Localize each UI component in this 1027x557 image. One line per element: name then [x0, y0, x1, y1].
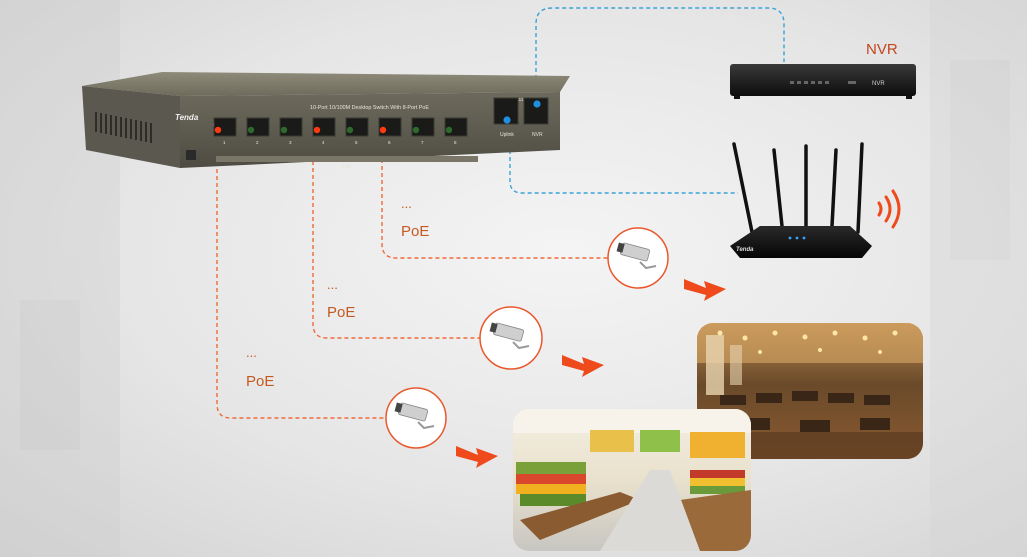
port-number-1: 1: [223, 140, 226, 145]
port-led-5: [346, 126, 354, 134]
arrow-right-icon: [684, 279, 726, 301]
poe-switch: Tenda 10-Port 10/100M Desktop Switch Wit…: [82, 72, 570, 170]
cctv-camera-icon: [616, 242, 657, 270]
nvr-label: NVR: [866, 41, 898, 58]
router-brand: Tenda: [736, 247, 754, 253]
port-number-6: 6: [388, 140, 391, 145]
poe-label-2: PoE: [327, 304, 355, 321]
port-led-7: [412, 126, 420, 134]
port-number-7: 7: [421, 140, 424, 145]
poe-label-1: PoE: [246, 373, 274, 390]
nvr-device-text: NVR: [872, 81, 885, 87]
port-number-2: 2: [256, 140, 259, 145]
port-led-3: [280, 126, 288, 134]
cctv-camera-icon: [394, 402, 435, 430]
camera-circle-2: [479, 306, 543, 370]
port-row: 1 2 3 4 5 6 7 8: [213, 97, 549, 145]
poe-strip: [216, 156, 478, 162]
nvr-port-label: NVR: [532, 132, 543, 138]
switch-model-title: 10-Port 10/100M Desktop Switch With 8-Po…: [310, 105, 429, 111]
poe-dots-2: ...: [327, 277, 338, 292]
uplink-port-led: [503, 116, 511, 124]
uplink-line-to-router: [509, 143, 738, 194]
port-led-4: [313, 126, 321, 134]
poe-strip-label: PoE: [342, 164, 352, 170]
port-led-1: [214, 126, 222, 134]
port-led-2: [247, 126, 255, 134]
switch-brand: Tenda: [175, 113, 199, 122]
uplink-line-to-nvr: [535, 7, 785, 93]
wifi-signal-icon: [877, 189, 901, 229]
arrow-right-icon: [456, 446, 498, 468]
port-number-5: 5: [355, 140, 358, 145]
port-number-3: 3: [289, 140, 292, 145]
poe-dots-3: ...: [401, 196, 412, 211]
camera-circle-3: [607, 227, 669, 289]
dip-switch: [186, 150, 196, 160]
poe-line-camera-1: [216, 148, 385, 419]
wifi-router: Tenda: [730, 142, 872, 258]
port-led-8: [445, 126, 453, 134]
poe-label-3: PoE: [401, 223, 429, 240]
vent-slots: [95, 112, 152, 143]
supermarket-photo: [513, 409, 751, 551]
poe-line-camera-3: [381, 145, 608, 259]
poe-dots-1: ...: [246, 345, 257, 360]
cctv-camera-icon: [489, 322, 530, 350]
poe-line-camera-2: [312, 140, 480, 339]
nvr-port-led: [533, 100, 541, 108]
arrow-right-icon: [562, 355, 604, 377]
nvr-device: NVR: [730, 64, 916, 99]
port-led-6: [379, 126, 387, 134]
camera-circle-1: [385, 387, 447, 449]
port-number-8: 8: [454, 140, 457, 145]
port-number-4: 4: [322, 140, 325, 145]
uplink-port-label: Uplink: [500, 132, 514, 138]
